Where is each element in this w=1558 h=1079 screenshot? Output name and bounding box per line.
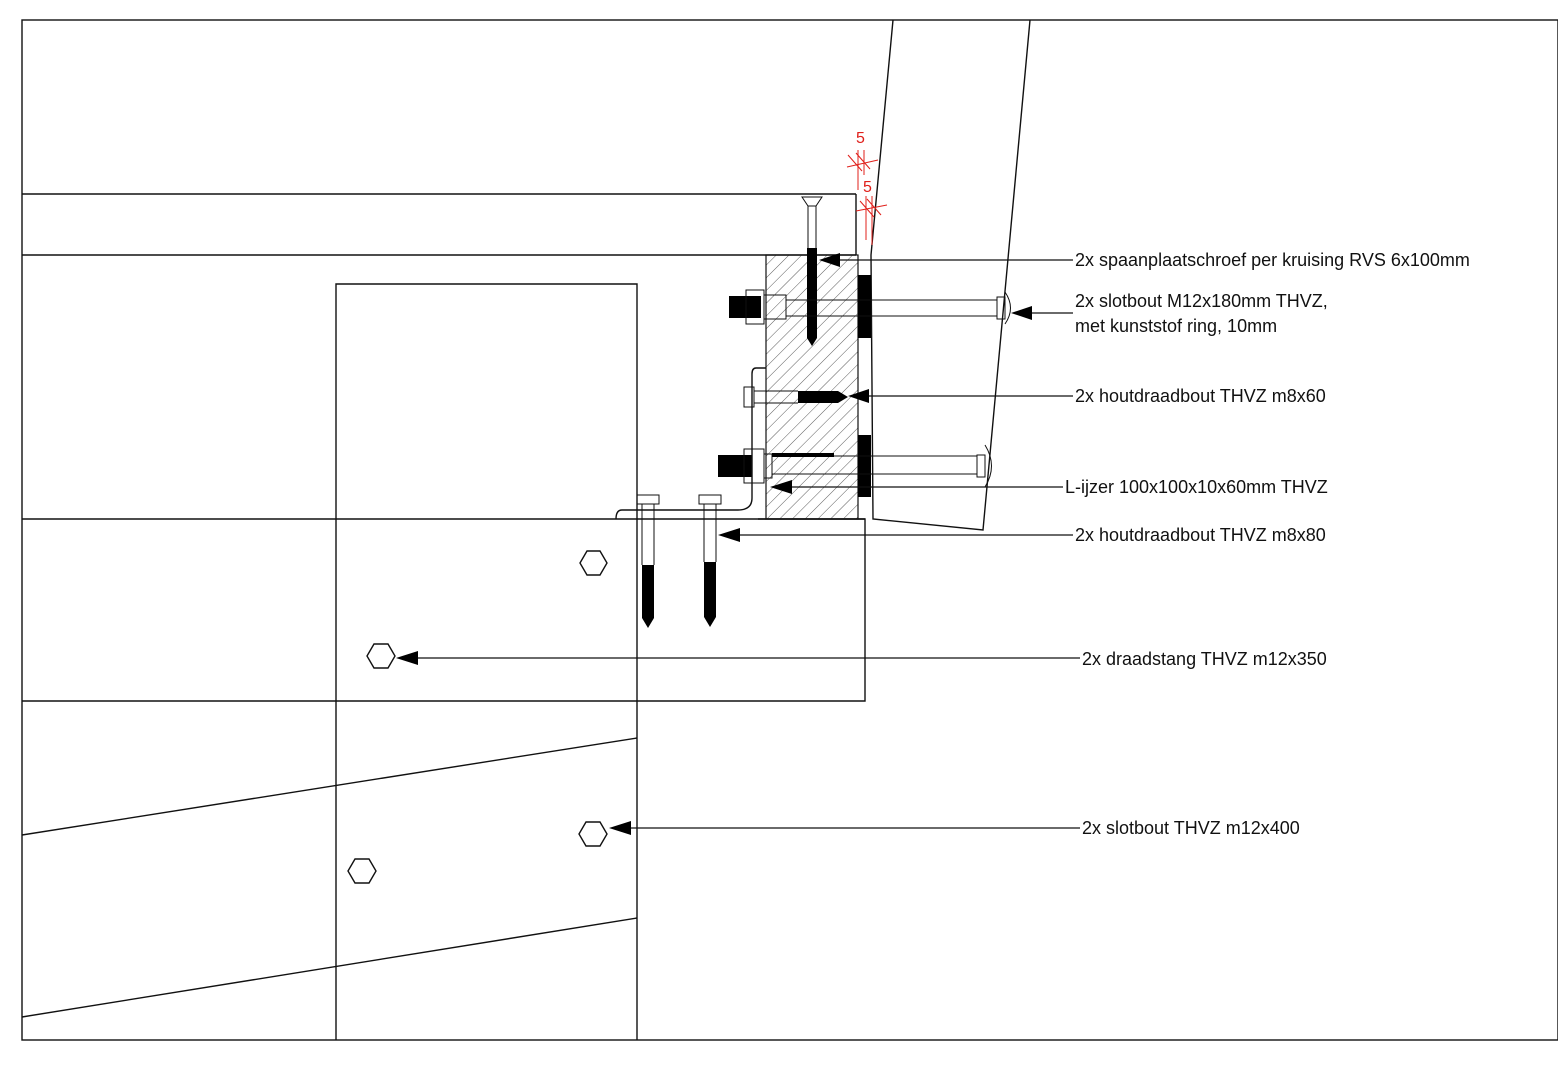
houtdraadbout-m8x80-right (698, 494, 722, 627)
leader-slotbout (1011, 306, 1073, 320)
leader-houtdraadbout-60 (848, 389, 1073, 403)
label-spaanplaatschroef: 2x spaanplaatschroef per kruising RVS 6x… (1075, 250, 1470, 270)
houtdraadbout-m8x60 (743, 386, 848, 408)
leader-l-ijzer (770, 480, 1063, 494)
hex-nut-draadstang-1 (579, 550, 608, 576)
label-slotbout-line1: 2x slotbout M12x180mm THVZ, (1075, 291, 1328, 311)
diagonal-brace-lower (21, 917, 638, 1018)
kunststof-ring-upper (858, 275, 871, 338)
label-draadstang: 2x draadstang THVZ m12x350 (1082, 649, 1327, 669)
label-houtdraadbout-60: 2x houtdraadbout THVZ m8x60 (1075, 386, 1326, 406)
hex-nut-slotbout-1 (578, 821, 608, 847)
leader-slotbout-400 (609, 821, 1080, 835)
kunststof-ring-lower (858, 435, 871, 497)
lower-beam-outline (22, 518, 866, 702)
l-ijzer (615, 367, 766, 520)
leader-draadstang (396, 651, 1080, 665)
column-outline (335, 283, 638, 1040)
drawing-frame (21, 19, 1558, 1041)
hex-nut-draadstang-2 (366, 643, 396, 669)
houtdraadbout-m8x80-left (636, 494, 660, 628)
slotbout-upper (729, 289, 1011, 325)
leader-spaanplaatschroef (819, 253, 1073, 267)
diagonal-brace-upper (21, 737, 638, 836)
slotbout-lower (718, 444, 992, 488)
label-l-ijzer: L-ijzer 100x100x10x60mm THVZ (1065, 477, 1328, 497)
dimension-text-top: 5 (856, 130, 865, 147)
label-slotbout-400: 2x slotbout THVZ m12x400 (1082, 818, 1300, 838)
label-houtdraadbout-80: 2x houtdraadbout THVZ m8x80 (1075, 525, 1326, 545)
dimension-text-bottom: 5 (863, 179, 872, 196)
hex-nut-slotbout-2 (347, 858, 377, 884)
inclined-post (870, 19, 1031, 531)
spaanplaatschroef (801, 196, 823, 346)
dimension-gap-top: 5 (846, 130, 879, 190)
leader-houtdraadbout-80 (718, 528, 1073, 542)
dimension-gap-bottom: 5 (855, 179, 888, 245)
label-slotbout-line2: met kunststof ring, 10mm (1075, 316, 1277, 336)
